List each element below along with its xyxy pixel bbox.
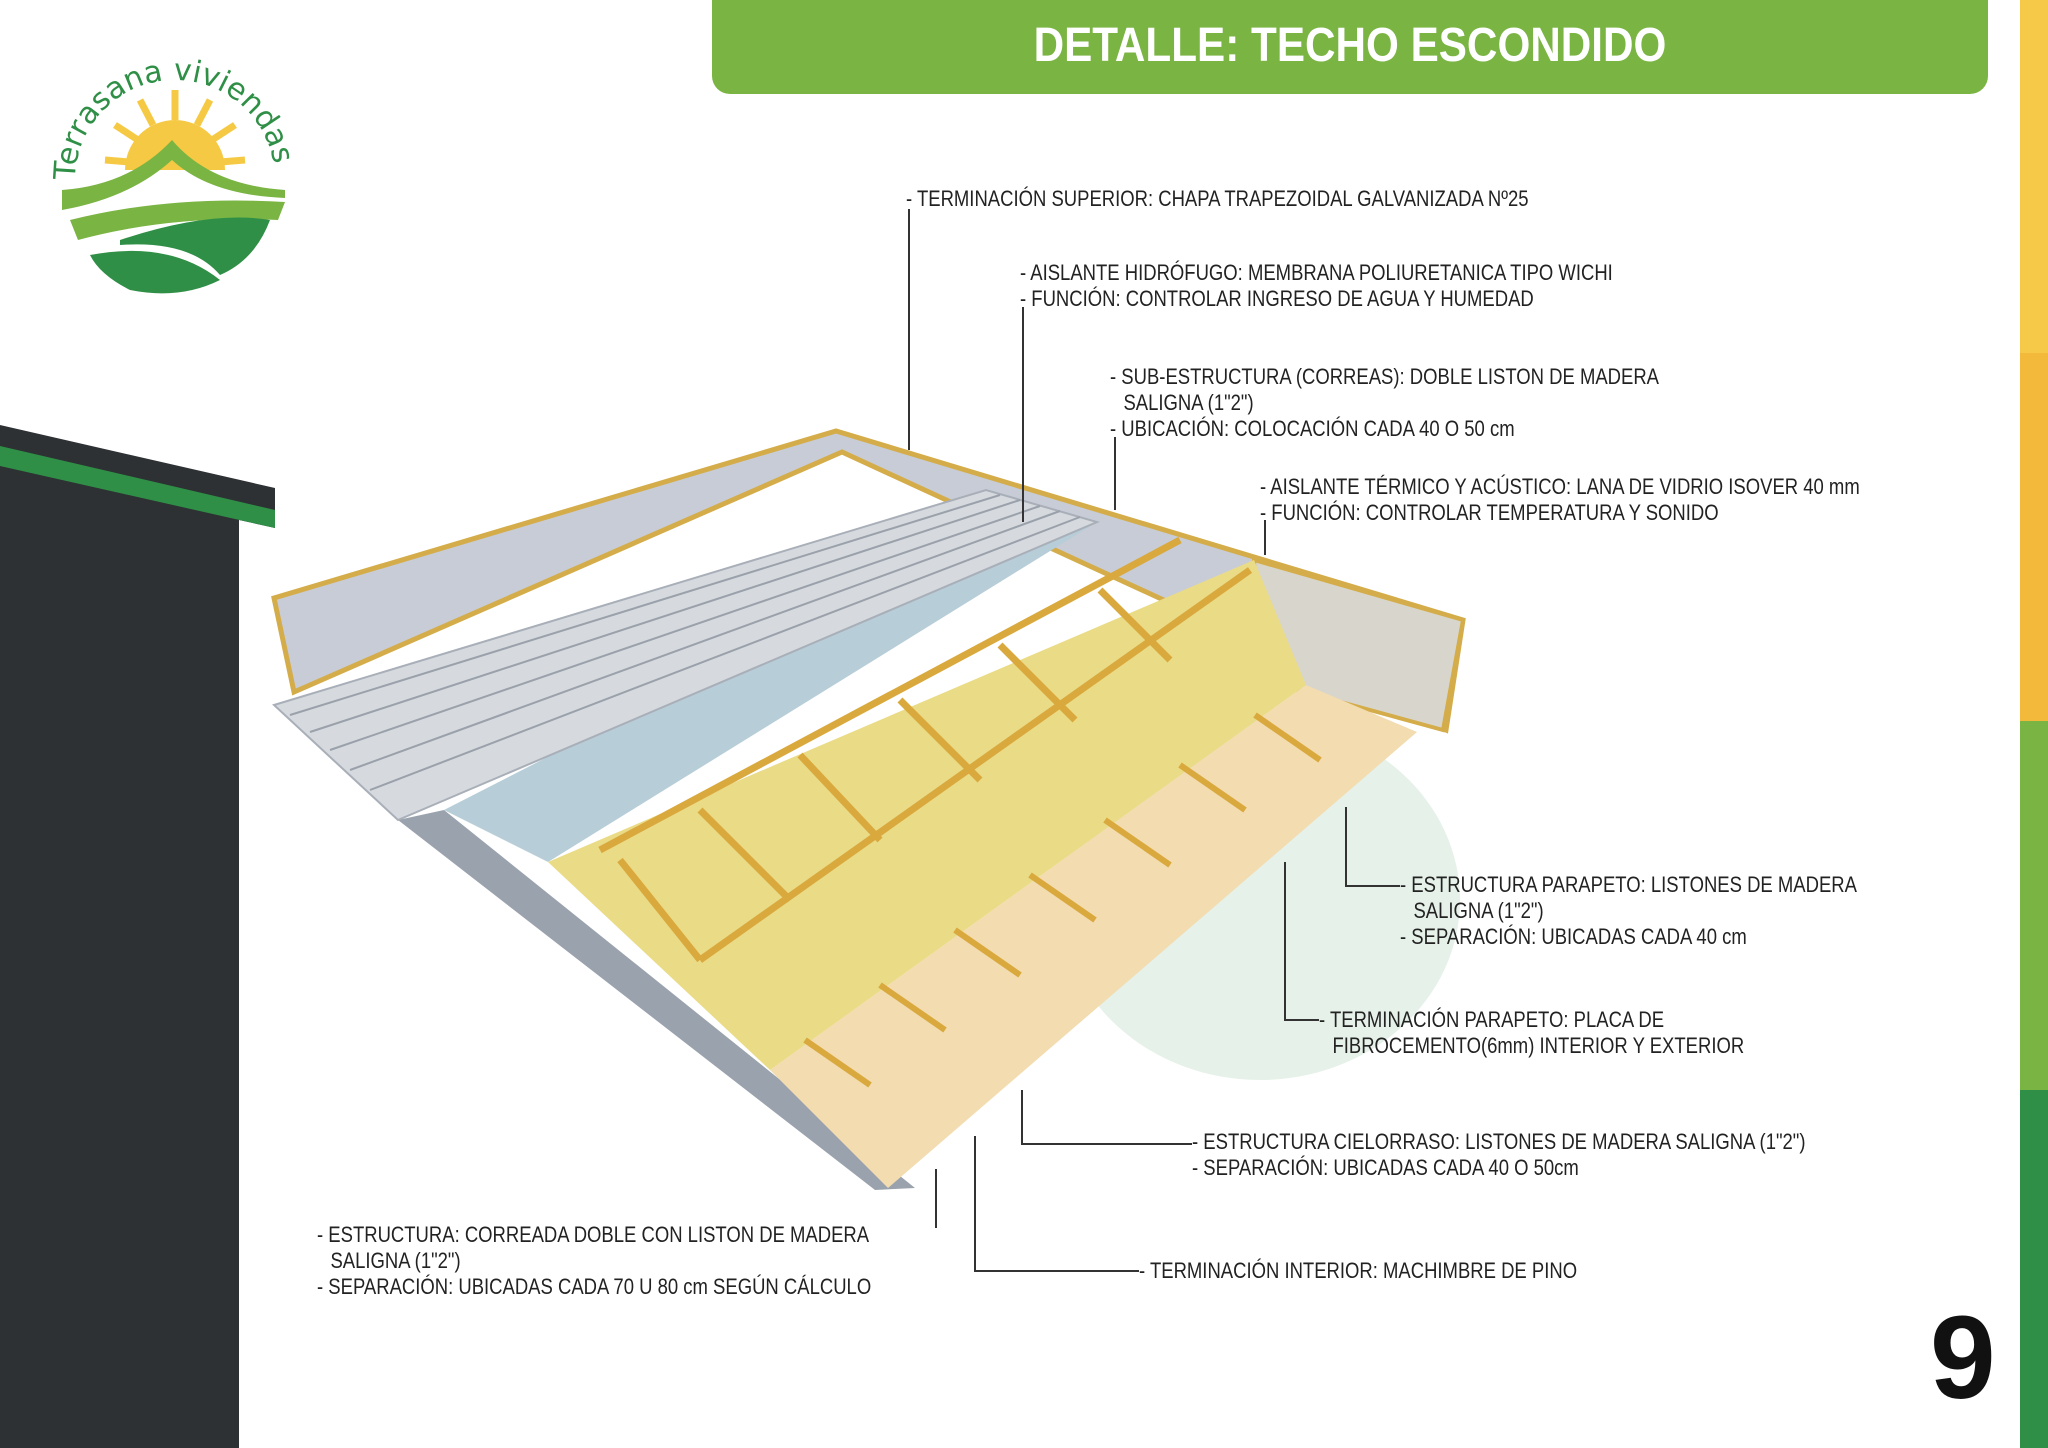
label-terminacion-superior: - TERMINACIÓN SUPERIOR: CHAPA TRAPEZOIDA…	[906, 186, 1529, 212]
side-strip-yellow	[2020, 0, 2048, 353]
front-edge	[398, 810, 915, 1190]
leader-line	[974, 1136, 976, 1271]
page-title: DETALLE: TECHO ESCONDIDO	[1033, 19, 1667, 72]
label-estructura-parapeto: - ESTRUCTURA PARAPETO: LISTONES DE MADER…	[1400, 872, 1857, 950]
label-estructura: - ESTRUCTURA: CORREADA DOBLE CON LISTON …	[317, 1222, 871, 1300]
label-line: - FUNCIÓN: CONTROLAR INGRESO DE AGUA Y H…	[1020, 286, 1534, 311]
label-line: - SEPARACIÓN: UBICADAS CADA 40 O 50cm	[1192, 1155, 1579, 1180]
label-aislante-hidrofugo: - AISLANTE HIDRÓFUGO: MEMBRANA POLIURETA…	[1020, 260, 1613, 312]
label-line: - SEPARACIÓN: UBICADAS CADA 40 cm	[1400, 924, 1747, 949]
sun-icon	[104, 90, 246, 170]
label-estructura-cielorraso: - ESTRUCTURA CIELORRASO: LISTONES DE MAD…	[1192, 1129, 1806, 1181]
side-strip-darkgreen	[2020, 1090, 2048, 1448]
side-strip-lightgreen	[2020, 721, 2048, 1090]
waterproof-membrane	[444, 505, 1097, 862]
label-sub-estructura: - SUB-ESTRUCTURA (CORREAS): DOBLE LISTON…	[1110, 364, 1659, 442]
leader-line	[1345, 807, 1347, 886]
ceiling-machimbre	[770, 685, 1417, 1188]
label-line: - ESTRUCTURA: CORREADA DOBLE CON LISTON …	[317, 1222, 870, 1247]
label-line: SALIGNA (1"2")	[1123, 390, 1254, 415]
label-line: - SUB-ESTRUCTURA (CORREAS): DOBLE LISTON…	[1110, 364, 1660, 389]
label-line: - ESTRUCTURA CIELORRASO: LISTONES DE MAD…	[1192, 1129, 1806, 1154]
thermal-insulation	[548, 560, 1306, 1070]
label-line: SALIGNA (1"2")	[1413, 898, 1544, 923]
leader-line	[935, 1169, 937, 1228]
leader-line	[1264, 520, 1266, 555]
header-bar: DETALLE: TECHO ESCONDIDO	[712, 0, 1988, 94]
leader-line	[1345, 885, 1400, 887]
label-line: - TERMINACIÓN SUPERIOR: CHAPA TRAPEZOIDA…	[906, 186, 1529, 211]
label-line: FIBROCEMENTO(6mm) INTERIOR Y EXTERIOR	[1332, 1033, 1745, 1058]
label-aislante-termico: - AISLANTE TÉRMICO Y ACÚSTICO: LANA DE V…	[1260, 474, 1860, 526]
label-line: - FUNCIÓN: CONTROLAR TEMPERATURA Y SONID…	[1260, 500, 1719, 525]
label-line: - ESTRUCTURA PARAPETO: LISTONES DE MADER…	[1400, 872, 1857, 897]
leader-line	[1022, 307, 1024, 522]
label-terminacion-parapeto: - TERMINACIÓN PARAPETO: PLACA DE FIBROCE…	[1319, 1007, 1744, 1059]
ceiling-battens	[803, 712, 1322, 1088]
label-line: SALIGNA (1"2")	[330, 1248, 461, 1273]
leader-line	[1284, 1019, 1319, 1021]
label-line: - AISLANTE HIDRÓFUGO: MEMBRANA POLIURETA…	[1020, 260, 1613, 285]
label-line: - SEPARACIÓN: UBICADAS CADA 70 U 80 cm S…	[317, 1274, 872, 1299]
leader-line	[1021, 1090, 1023, 1144]
label-line: - UBICACIÓN: COLOCACIÓN CADA 40 O 50 cm	[1110, 416, 1515, 441]
leader-line	[1114, 437, 1116, 510]
logo: Terrasana viviendas	[48, 53, 300, 294]
leader-line	[1284, 862, 1286, 1020]
leader-line	[908, 209, 910, 450]
page-number: 9	[1930, 1292, 1996, 1424]
label-line: - TERMINACIÓN INTERIOR: MACHIMBRE DE PIN…	[1139, 1258, 1578, 1283]
leader-line	[974, 1270, 1139, 1272]
leader-line	[1021, 1143, 1192, 1145]
label-line: - TERMINACIÓN PARAPETO: PLACA DE	[1319, 1007, 1665, 1032]
side-strip-orange	[2020, 353, 2048, 721]
wood-trusses	[598, 536, 1253, 963]
sheet-ribs	[289, 494, 1081, 791]
label-line: - AISLANTE TÉRMICO Y ACÚSTICO: LANA DE V…	[1260, 474, 1860, 499]
label-terminacion-interior: - TERMINACIÓN INTERIOR: MACHIMBRE DE PIN…	[1139, 1258, 1577, 1284]
